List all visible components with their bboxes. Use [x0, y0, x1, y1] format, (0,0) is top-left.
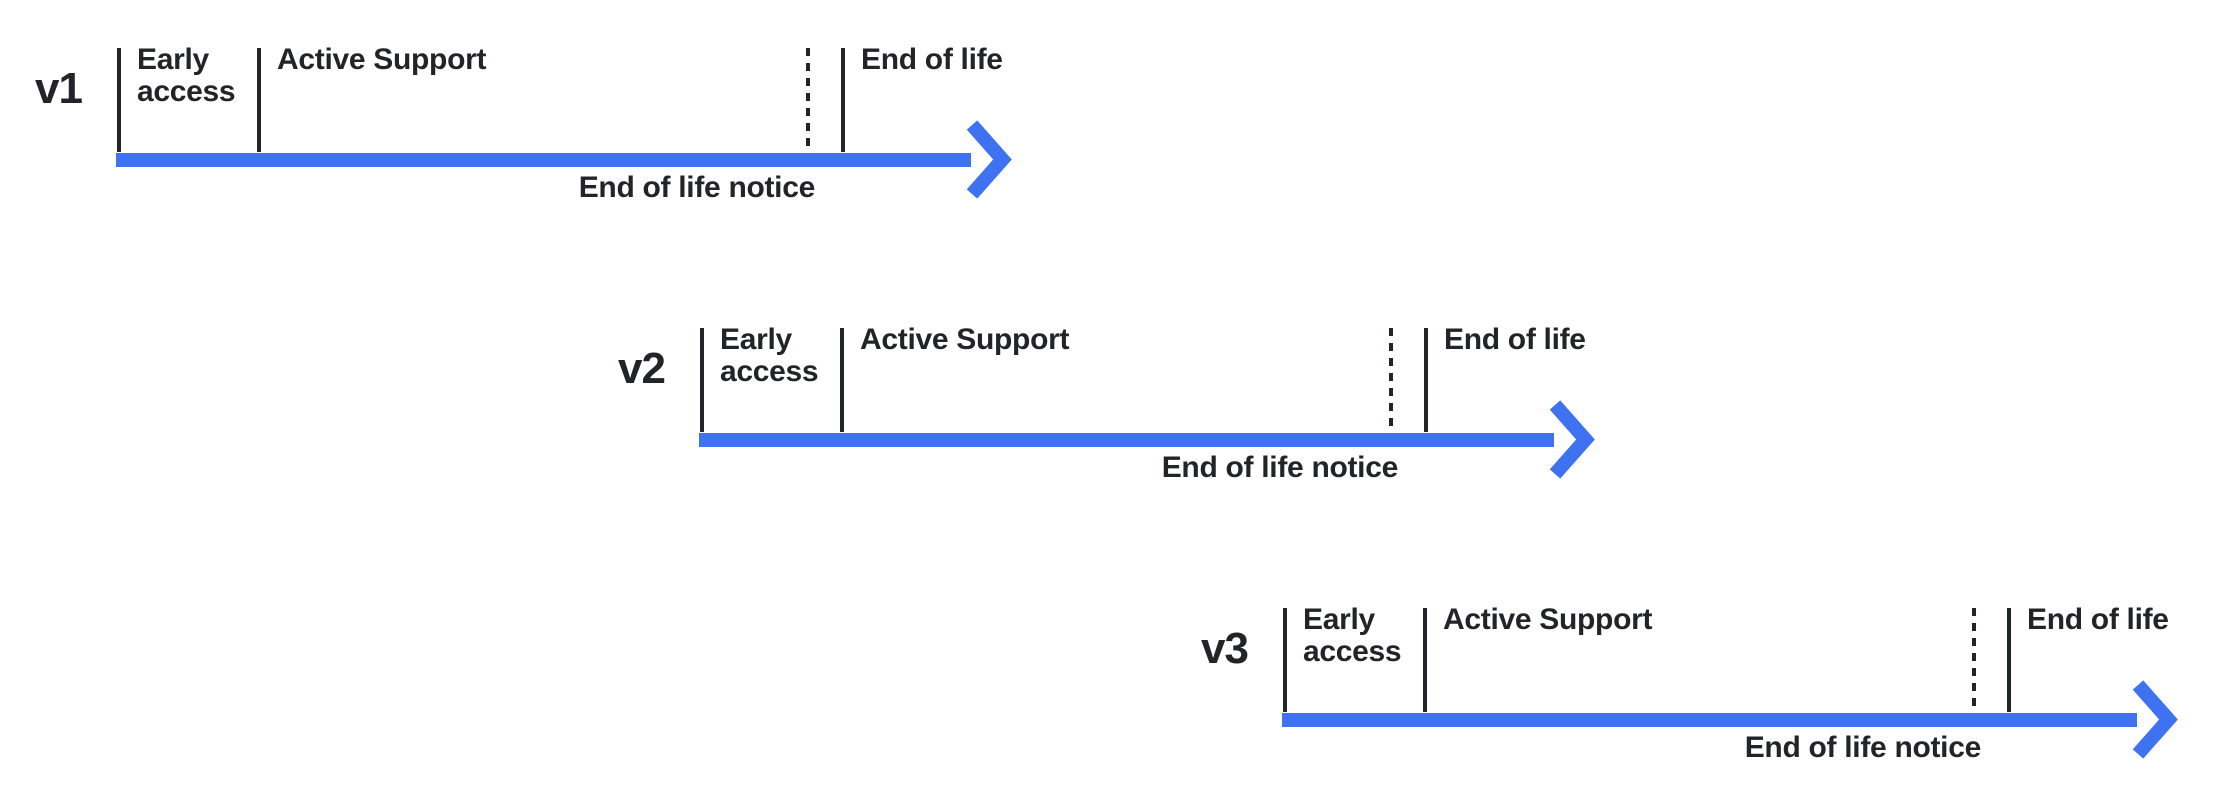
tick-early-access-start — [700, 328, 704, 432]
end-of-life-notice-label: End of life notice — [1161, 451, 1399, 484]
end-of-life-notice-dashed-tick — [1389, 328, 1393, 428]
end-of-life-label: End of life — [1444, 323, 1586, 356]
active-support-label: Active Support — [860, 323, 1070, 356]
end-of-life-notice-label: End of life notice — [578, 171, 816, 204]
arrow-head-icon — [966, 120, 1012, 199]
end-of-life-label: End of life — [861, 43, 1003, 76]
active-support-label: Active Support — [1443, 603, 1653, 636]
tick-active-support-start — [1423, 608, 1427, 712]
tick-end-of-life — [841, 48, 845, 152]
early-access-label: Early access — [137, 43, 236, 108]
timeline-bar — [116, 153, 971, 167]
tick-active-support-start — [840, 328, 844, 432]
timeline-v1: v1 Early access Active Support End of li… — [0, 0, 1080, 215]
early-access-label: Early access — [720, 323, 819, 388]
end-of-life-label: End of life — [2027, 603, 2169, 636]
end-of-life-notice-label: End of life notice — [1744, 731, 1982, 764]
arrow-head-icon — [1549, 400, 1595, 479]
end-of-life-notice-dashed-tick — [1972, 608, 1976, 708]
tick-end-of-life — [2007, 608, 2011, 712]
active-support-label: Active Support — [277, 43, 487, 76]
early-access-label: Early access — [1303, 603, 1402, 668]
timeline-bar — [699, 433, 1554, 447]
timeline-bar — [1282, 713, 2137, 727]
tick-early-access-start — [117, 48, 121, 152]
timeline-v2: v2 Early access Active Support End of li… — [583, 280, 1663, 495]
end-of-life-notice-dashed-tick — [806, 48, 810, 148]
tick-end-of-life — [1424, 328, 1428, 432]
arrow-head-icon — [2132, 680, 2178, 759]
timeline-v3: v3 Early access Active Support End of li… — [1166, 560, 2228, 775]
tick-early-access-start — [1283, 608, 1287, 712]
version-label: v1 — [35, 64, 83, 113]
version-label: v3 — [1201, 624, 1249, 673]
version-label: v2 — [618, 344, 666, 393]
tick-active-support-start — [257, 48, 261, 152]
